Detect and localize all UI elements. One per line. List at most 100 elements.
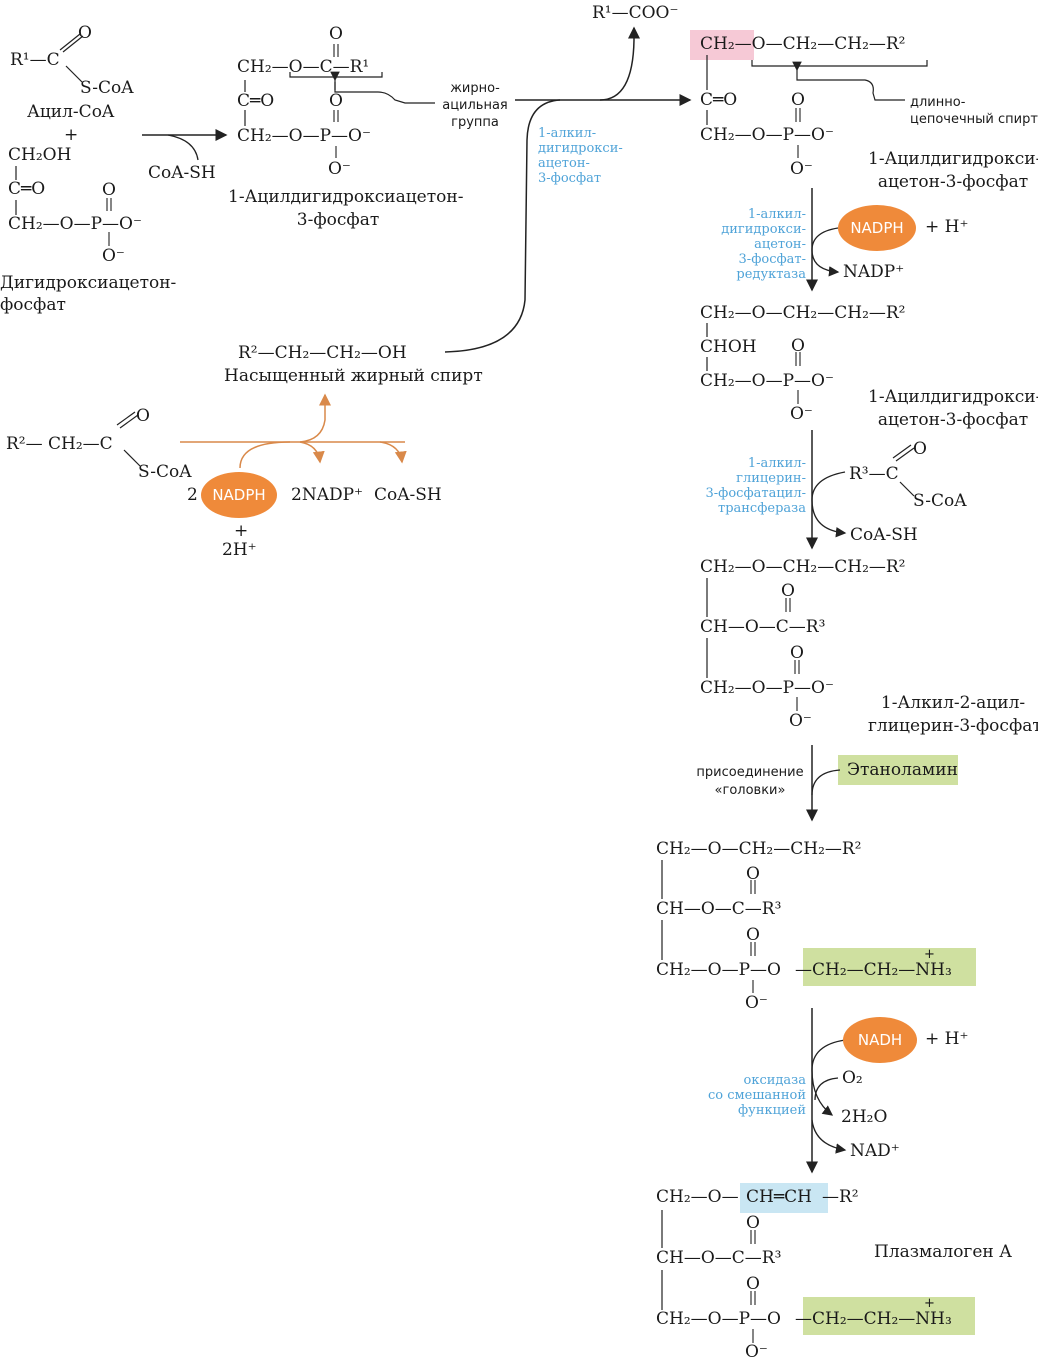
o2-reagent: O₂ bbox=[842, 1068, 863, 1088]
step3-name: 1-Алкил-2-ацил- глицерин-3-фосфат bbox=[868, 693, 1038, 736]
r3-acyl-coa: R³—C bbox=[849, 464, 899, 484]
double-bond-marks bbox=[106, 44, 801, 1305]
phosphate-single-bonds bbox=[108, 145, 799, 1343]
backbone-lines bbox=[15, 55, 708, 1310]
final-line3a: CH₂—O—P—O bbox=[656, 1309, 781, 1329]
step3-line1: CH₂—O—CH₂—CH₂—R² bbox=[700, 557, 906, 577]
ethanolamine-group-highlight-1 bbox=[803, 948, 976, 986]
dhap-name: Дигидроксиацетон- фосфат bbox=[0, 273, 177, 315]
nadph-pill-1: NADPH bbox=[201, 472, 277, 518]
fatty-alcohol-name: Насыщенный жирный спирт bbox=[224, 366, 483, 386]
r2-acyl-coa-o: O bbox=[136, 406, 150, 426]
bond-lines bbox=[59, 33, 915, 497]
step1-line1: CH₂—O—CH₂—CH₂—R² bbox=[700, 34, 906, 54]
step1-line2: C═O bbox=[700, 90, 738, 110]
final-line1b: CH═CH bbox=[746, 1187, 812, 1207]
nadph-pill-2: NADPH bbox=[838, 205, 916, 251]
final-line1a: CH₂—O— bbox=[656, 1187, 739, 1207]
coa-sh-released-2: CoA-SH bbox=[374, 485, 442, 505]
acyl-dhap-line2: C═O bbox=[237, 91, 275, 111]
final-po: O bbox=[746, 1274, 760, 1294]
enzyme-reductase: 1-алкил- дигидрокси- ацетон- 3-фосфат- р… bbox=[721, 207, 806, 282]
r2-acyl-coa-scoa: S-CoA bbox=[138, 462, 192, 482]
acyl-coa-carbonyl-o: O bbox=[78, 23, 92, 43]
step1-name: 1-Ацилдигидрокси- ацетон-3-фосфат bbox=[868, 149, 1038, 192]
coa-sh-released: CoA-SH bbox=[148, 163, 216, 183]
nadp-2-released: 2NADP⁺ bbox=[291, 485, 364, 505]
step4-line1: CH₂—O—CH₂—CH₂—R² bbox=[656, 839, 862, 859]
acyl-coa-scoa: S-CoA bbox=[80, 78, 134, 98]
coa-sh-acyltrans: CoA-SH bbox=[850, 525, 918, 545]
ether-bond-highlight bbox=[690, 30, 754, 60]
step4-plus: + bbox=[924, 947, 935, 962]
final-pom: O⁻ bbox=[745, 1342, 768, 1362]
h-plus-ox: + H⁺ bbox=[925, 1029, 969, 1049]
r3-acyl-coa-o: O bbox=[913, 439, 927, 459]
acyl-dhap-pom: O⁻ bbox=[328, 159, 351, 179]
vinyl-highlight bbox=[740, 1183, 828, 1213]
step2-line1: CH₂—O—CH₂—CH₂—R² bbox=[700, 303, 906, 323]
fatty-acyl-group-label: жирно- ацильная группа bbox=[442, 81, 508, 130]
step4-line3a: CH₂—O—P—O bbox=[656, 960, 781, 980]
step4-line2: CH—O—C—R³ bbox=[656, 899, 782, 919]
final-o2: O bbox=[746, 1213, 760, 1233]
plasmalogen-name: Плазмалоген А bbox=[874, 1242, 1013, 1262]
nad-plus-product: NAD⁺ bbox=[850, 1141, 900, 1161]
step4-pom: O⁻ bbox=[745, 993, 768, 1013]
h-plus-red: + H⁺ bbox=[925, 217, 969, 237]
nadph-coefficient: 2 bbox=[187, 485, 198, 505]
h2o-product: 2H₂O bbox=[841, 1107, 888, 1127]
dhap-phosphate-o: O bbox=[102, 180, 116, 200]
acyl-dhap-line3: CH₂—O—P—O⁻ bbox=[237, 126, 371, 146]
step3-po: O bbox=[790, 643, 804, 663]
step2-line2: CHOH bbox=[700, 337, 757, 357]
fatty-alcohol-formula: R²—CH₂—CH₂—OH bbox=[238, 343, 407, 363]
step1-line3: CH₂—O—P—O⁻ bbox=[700, 125, 834, 145]
step3-line3: CH₂—O—P—O⁻ bbox=[700, 678, 834, 698]
r3-acyl-coa-scoa: S-CoA bbox=[913, 491, 967, 511]
final-line3b: —CH₂—CH₂—NH₃ bbox=[795, 1309, 952, 1329]
enzyme-oxidase: оксидаза со смешанной функцией bbox=[708, 1073, 806, 1118]
final-line1c: —R² bbox=[822, 1187, 859, 1207]
acyl-dhap-line1: CH₂—O—C—R¹ bbox=[237, 57, 370, 77]
step4-o2: O bbox=[746, 864, 760, 884]
step2-line3: CH₂—O—P—O⁻ bbox=[700, 371, 834, 391]
ethanolamine-group-highlight-2 bbox=[803, 1297, 975, 1335]
final-line2: CH—O—C—R³ bbox=[656, 1248, 782, 1268]
step3-line2: CH—O—C—R³ bbox=[700, 617, 826, 637]
nadh-pill: NADH bbox=[843, 1017, 917, 1063]
long-chain-alcohol-label: длинно- цепочечный спирт bbox=[910, 95, 1038, 127]
enzyme-alkyl-dhap-synthase: 1-алкил- дигидрокси- ацетон- 3-фосфат bbox=[538, 126, 623, 186]
acyl-dhap-name: 1-Ацилдигидроксиацетон- 3-фосфат bbox=[228, 187, 464, 230]
step2-po: O bbox=[791, 336, 805, 356]
acyl-coa-r1: R¹—C bbox=[10, 50, 60, 70]
acyl-coa-name: Ацил-CoA bbox=[27, 102, 115, 122]
long-chain-bracket bbox=[751, 60, 928, 101]
step4-line3b: —CH₂—CH₂—NH₃ bbox=[795, 960, 952, 980]
dhap-line3: CH₂—O—P—O⁻ bbox=[8, 214, 142, 234]
step3-pom: O⁻ bbox=[789, 711, 812, 731]
dhap-line1: CH₂OH bbox=[8, 145, 72, 165]
exchange-arrows bbox=[444, 26, 692, 353]
step1-pom: O⁻ bbox=[790, 159, 813, 179]
nadph-pill-1-label: NADPH bbox=[212, 486, 266, 504]
final-plus: + bbox=[924, 1296, 935, 1311]
main-arrows bbox=[806, 188, 847, 1174]
enzyme-acyltransferase: 1-алкил- глицерин- 3-фосфатацил- трансфе… bbox=[705, 456, 807, 516]
head-group-label: присоединение «головки» bbox=[696, 765, 804, 798]
orange-reaction-arrows bbox=[180, 393, 407, 469]
step1-po: O bbox=[791, 90, 805, 110]
nadh-pill-label: NADH bbox=[857, 1031, 903, 1049]
acyl-dhap-po: O bbox=[329, 91, 343, 111]
plus-sign: + bbox=[64, 125, 79, 145]
acyl-dhap-o1: O bbox=[329, 24, 343, 44]
dhap-line2: C═O bbox=[8, 179, 46, 199]
r1-coo-product: R¹—COO⁻ bbox=[592, 3, 679, 23]
step2-name: 1-Ацилдигидрокси- ацетон-3-фосфат bbox=[868, 387, 1038, 430]
fatty-acyl-bracket bbox=[289, 71, 435, 104]
r2-acyl-coa: R²— CH₂—C bbox=[6, 434, 113, 454]
start-reaction-arrow bbox=[142, 129, 228, 161]
step4-po: O bbox=[746, 925, 760, 945]
nadp-plus-red: NADP⁺ bbox=[843, 262, 905, 282]
